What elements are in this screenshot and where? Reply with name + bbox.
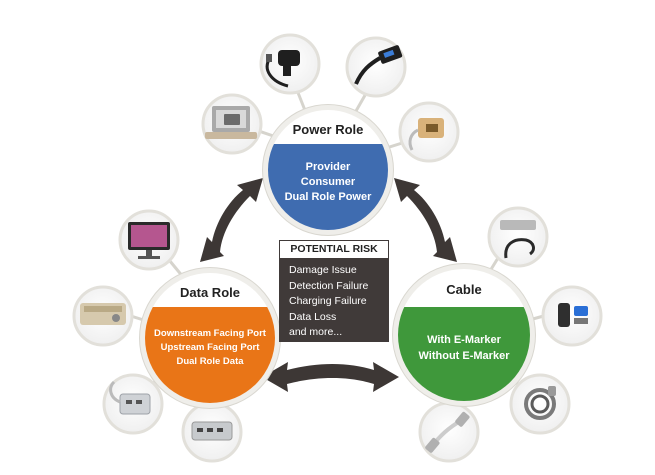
usb-c-cable-icon: [418, 401, 480, 463]
data-role-item-ufp: Upstream Facing Port: [160, 342, 260, 353]
risk-item-damage: Damage Issue: [289, 264, 357, 276]
power-role-item-provider: Provider: [305, 160, 351, 173]
usb-flash-drive-icon: [541, 285, 603, 347]
arrow-power-cable: [394, 178, 457, 262]
power-role-devices: [201, 33, 460, 163]
arrow-power-data: [200, 178, 263, 262]
power-role-circle: Power Role Provider Consumer Dual Role P…: [268, 110, 388, 230]
data-role-item-dfp: Downstream Facing Port: [154, 328, 266, 339]
power-role-item-dual-role-power: Dual Role Power: [284, 190, 372, 203]
data-role-items: Downstream Facing Port Upstream Facing P…: [145, 307, 275, 403]
risk-item-charging: Charging Failure: [289, 295, 367, 307]
power-role-title: Power Role: [292, 122, 364, 137]
data-role-circle: Data Role Downstream Facing Port Upstrea…: [145, 273, 275, 403]
risk-item-more: and more...: [289, 326, 343, 338]
potential-risk-list: Damage Issue Detection Failure Charging …: [289, 263, 368, 341]
data-role-title: Data Role: [180, 285, 240, 300]
usb-c-adapter-icon: [345, 36, 407, 98]
usb-c-ethernet-adapter-icon: [398, 101, 460, 163]
flow-arrows: [200, 178, 457, 392]
cable-item-with-emarker: With E-Marker: [427, 334, 501, 346]
potential-risk-box: POTENTIAL RISK Damage Issue Detection Fa…: [279, 240, 389, 342]
risk-item-detection: Detection Failure: [289, 279, 369, 292]
projector-icon: [72, 285, 134, 347]
arrow-data-cable: [262, 362, 399, 392]
power-role-items: Provider Consumer Dual Role Power: [268, 144, 388, 230]
power-role-item-consumer: Consumer: [300, 175, 356, 188]
car-charger-icon: [259, 33, 321, 95]
potential-risk-title: POTENTIAL RISK: [280, 241, 388, 258]
laptop-charging-icon: [201, 93, 263, 155]
data-role-item-drd: Dual Role Data: [176, 356, 244, 367]
monitor-icon: [118, 209, 180, 271]
cable-circle: Cable With E-Marker Without E-Marker: [398, 269, 530, 401]
cable-item-without-emarker: Without E-Marker: [418, 350, 510, 362]
cable-items: With E-Marker Without E-Marker: [398, 307, 530, 401]
docking-station-icon: [181, 401, 243, 463]
risk-item-data-loss: Data Loss: [289, 310, 337, 323]
data-role-devices: [72, 209, 243, 463]
laptop-cable-icon: [487, 206, 549, 268]
cable-title: Cable: [446, 282, 482, 297]
